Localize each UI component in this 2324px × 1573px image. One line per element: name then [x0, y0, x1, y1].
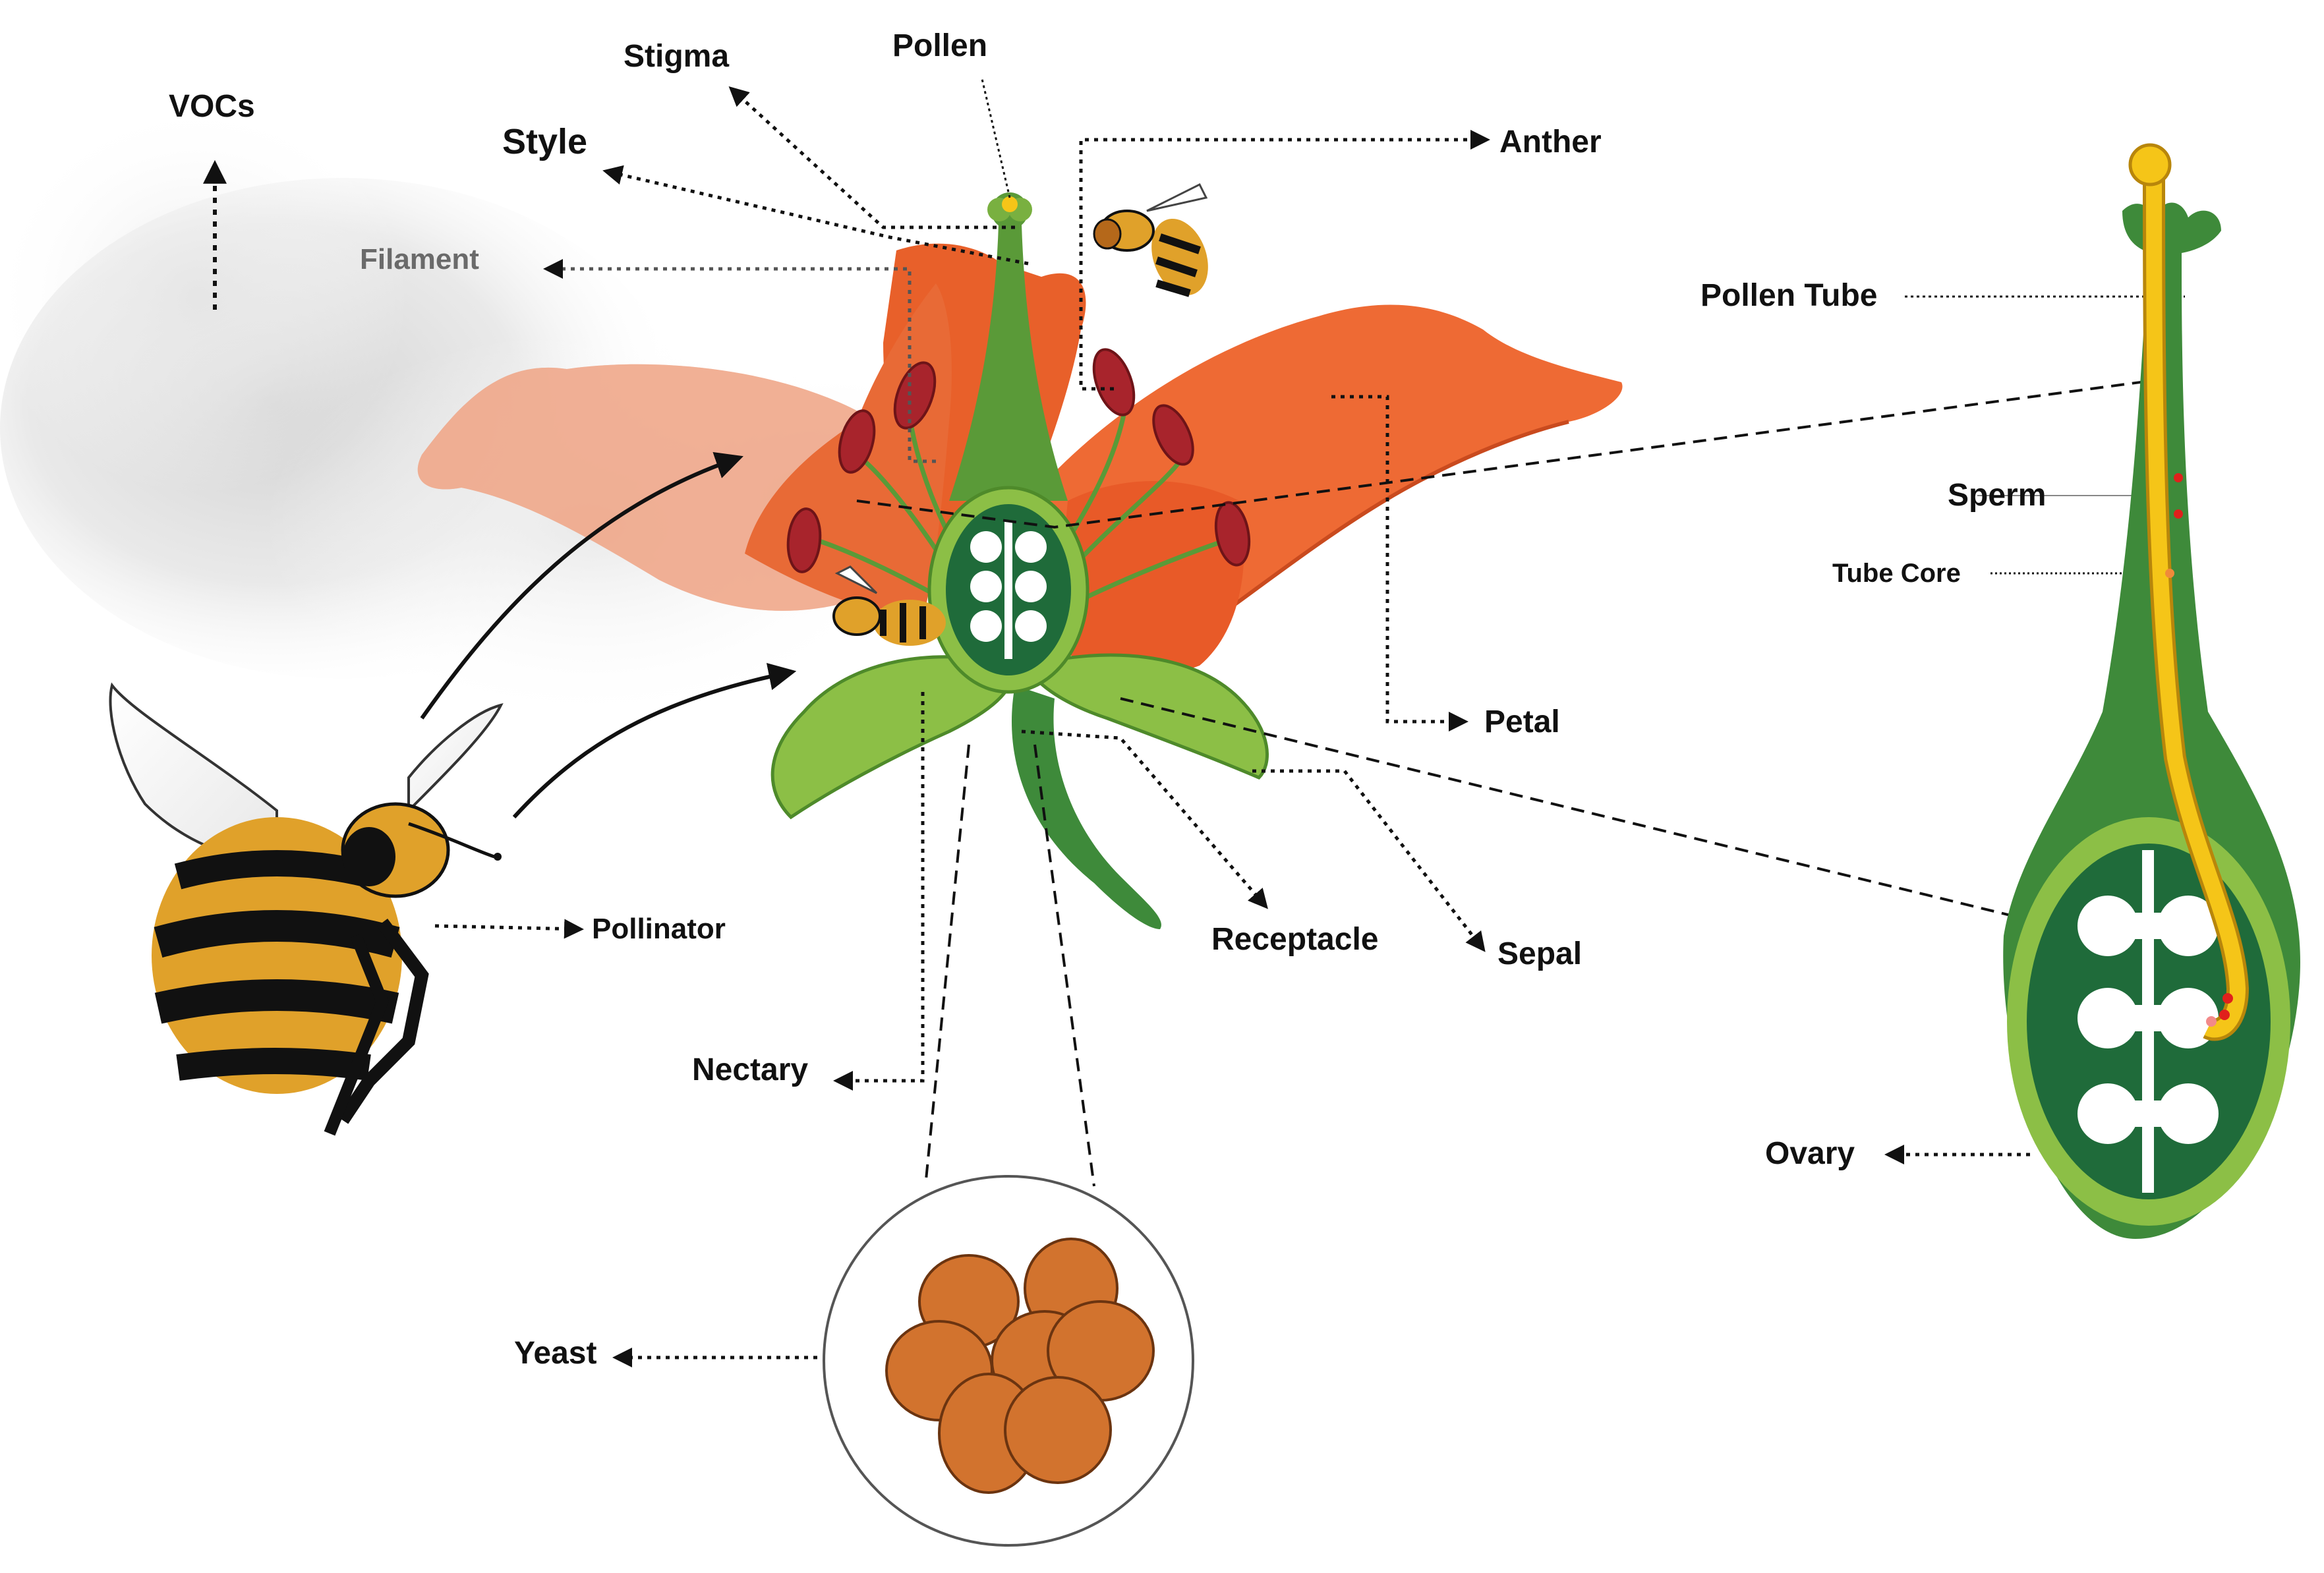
stem [1012, 685, 1161, 929]
zoom-lines [856, 378, 2166, 1187]
pollen-grain-zoom [2128, 143, 2172, 186]
label-receptacle: Receptacle [1211, 922, 1379, 957]
label-ovary: Ovary [1765, 1136, 1855, 1171]
label-pollen: Pollen [892, 28, 988, 63]
bee-pollinator [109, 682, 504, 1136]
label-style: Style [502, 122, 588, 161]
right-petal-edge [1185, 420, 1569, 641]
pollen-grain [1002, 196, 1018, 212]
tube-core-dot [2165, 569, 2174, 578]
left-sepal [770, 655, 1017, 820]
small-bee-top [1093, 183, 1208, 297]
right-front-petal [1055, 481, 1244, 675]
label-vocs: VOCs [169, 89, 255, 124]
label-sepal: Sepal [1497, 936, 1583, 971]
label-petal: Petal [1484, 704, 1560, 739]
label-filament: Filament [360, 243, 479, 275]
leader-lines [434, 78, 2185, 1367]
small-bee-center [832, 565, 946, 646]
label-nectary: Nectary [692, 1052, 809, 1087]
sperm-cell-2 [2174, 509, 2183, 519]
flower [417, 192, 1623, 929]
stigma [987, 192, 1032, 229]
label-sperm: Sperm [1948, 478, 2047, 513]
yeast-zoom [823, 1175, 1194, 1547]
label-pollen-tube: Pollen Tube [1700, 278, 1878, 313]
anthers [786, 348, 1251, 573]
attraction-arrows [420, 451, 797, 819]
label-pollinator: Pollinator [592, 913, 726, 945]
flower-ovary [927, 486, 1089, 694]
label-stigma: Stigma [624, 39, 730, 74]
label-anther: Anther [1499, 125, 1602, 159]
pistil-zoom [2003, 143, 2300, 1239]
right-sepal [1026, 653, 1269, 780]
label-yeast: Yeast [514, 1336, 597, 1371]
label-tube-core: Tube Core [1832, 559, 1961, 588]
style [949, 224, 1068, 501]
bee-wing-right [407, 703, 504, 814]
sperm-cell-1 [2174, 473, 2183, 482]
